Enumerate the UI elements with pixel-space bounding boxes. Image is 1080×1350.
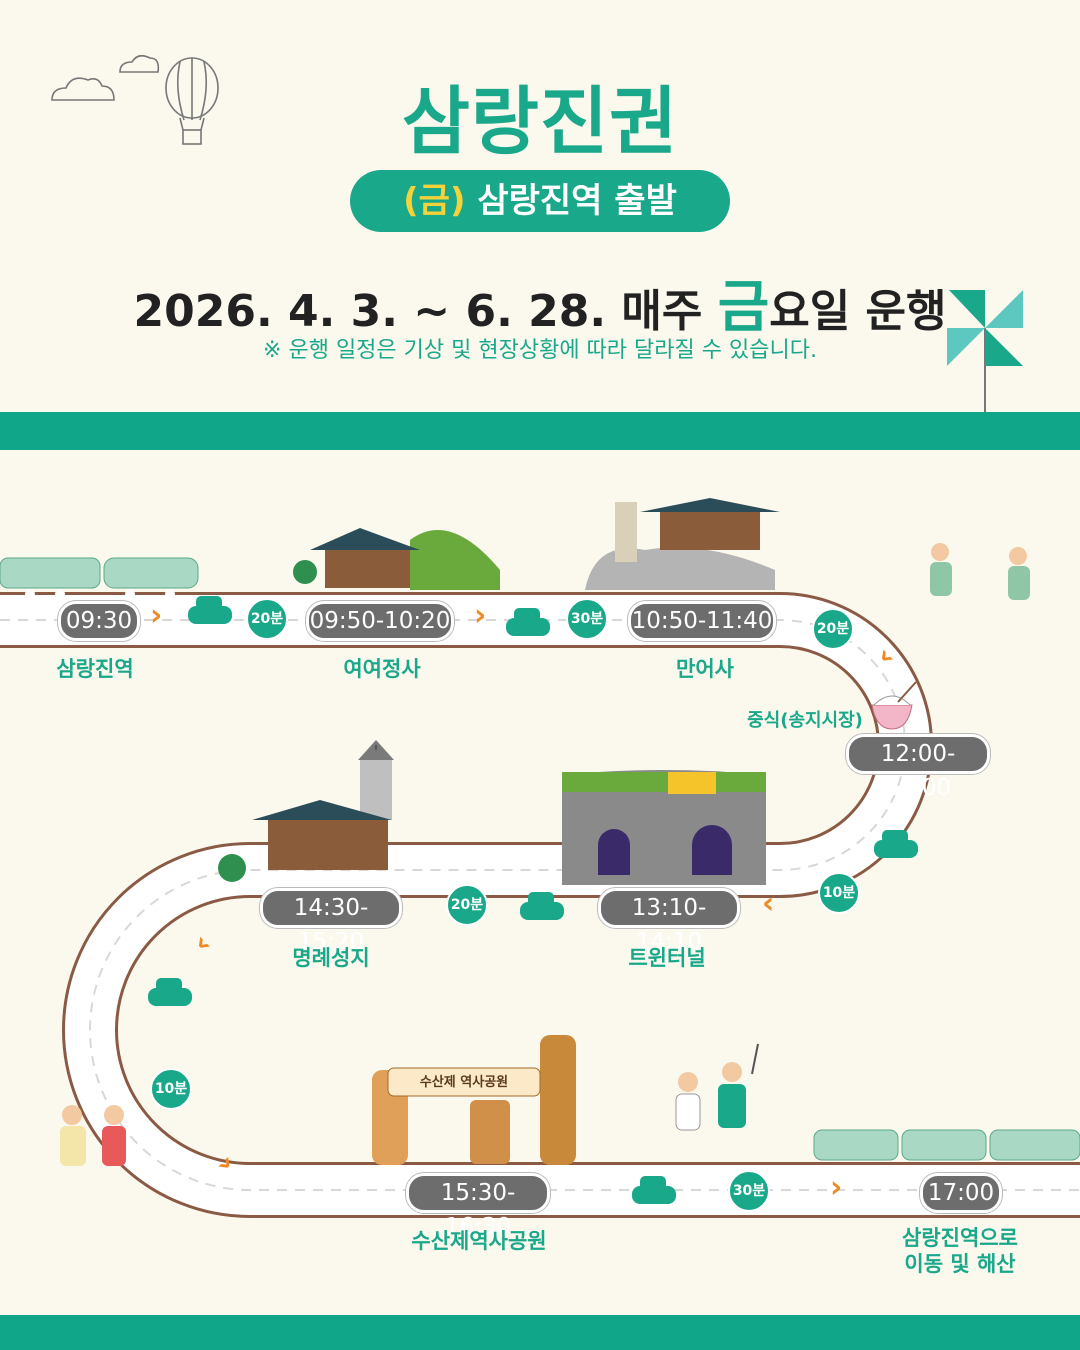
car-icon (520, 892, 564, 920)
chevron-right-icon: › (150, 598, 163, 633)
place-label-stop-2: 여여정사 (343, 657, 421, 681)
place-label-stop-1: 삼랑진역 (56, 657, 134, 681)
place-label-stop-8-line1: 삼랑진역으로 (902, 1226, 1018, 1250)
car-icon (188, 596, 232, 624)
hot-air-balloon-icon (165, 57, 219, 145)
pill-day: (금) (403, 181, 466, 221)
susanje-park-icon (372, 1035, 576, 1165)
time-badge-stop-4: 12:00-13:00 (846, 734, 990, 801)
place-label-stop-8-line2: 이동 및 해산 (904, 1252, 1016, 1276)
departure-pill: (금) 삼랑진역 출발 (350, 170, 730, 232)
time-badge-stop-7: 15:30-16:30 (406, 1173, 550, 1240)
park-sign-text: 수산제 역사공원 (419, 1075, 509, 1090)
date-suffix: 요일 운행 (769, 286, 947, 337)
car-icon (874, 830, 918, 858)
train-icon (813, 1129, 1080, 1161)
time-badge-stop-1: 09:30 (58, 601, 140, 641)
chevron-right-icon: › (830, 1170, 843, 1205)
rice-bowl-icon (871, 681, 917, 730)
pinwheel-icon (947, 290, 1023, 413)
duration-badge-2: 30분 (566, 598, 608, 640)
place-label-stop-4: 중식(송지시장) (747, 710, 863, 731)
page-title: 삼랑진권 (401, 79, 679, 165)
car-icon (148, 978, 192, 1006)
car-icon (506, 608, 550, 636)
operation-period: 2026. 4. 3. ~ 6. 28. 매주 금요일 운행 (0, 262, 1080, 343)
time-badge-stop-6: 14:30-15:20 (260, 888, 402, 955)
duration-badge-4: 10분 (818, 872, 860, 914)
date-highlight: 금 (717, 275, 770, 340)
duration-badge-1: 20분 (246, 598, 288, 640)
duration-badge-3: 20분 (812, 608, 854, 650)
chevron-right-icon: › (474, 598, 487, 633)
date-prefix: 2026. 4. 3. ~ 6. 28. 매주 (133, 286, 703, 337)
time-badge-stop-2: 09:50-10:20 (306, 601, 454, 641)
place-label-stop-8: 삼랑진역으로 이동 및 해산 (890, 1225, 1030, 1277)
place-label-stop-6: 명례성지 (292, 946, 370, 970)
pill-text: 삼랑진역 출발 (477, 181, 677, 221)
twin-tunnel-icon (562, 770, 766, 885)
cloud-icon (51, 54, 160, 101)
sky-decoration (51, 54, 219, 145)
guide-tourists-icon (675, 1043, 759, 1131)
car-icon (632, 1176, 676, 1204)
notice-text: ※ 운행 일정은 기상 및 현장상황에 따라 달라질 수 있습니다. (263, 338, 817, 363)
route-road (0, 498, 1080, 1218)
yeoyeo-temple-icon (293, 528, 500, 590)
place-label-stop-7: 수산제역사공원 (411, 1229, 547, 1253)
time-badge-stop-8: 17:00 (920, 1173, 1002, 1213)
maneo-temple-icon (585, 498, 780, 590)
myeongrye-shrine-icon (218, 740, 394, 882)
top-band (0, 412, 1080, 450)
bottom-band (0, 1315, 1080, 1350)
duration-badge-5: 20분 (446, 884, 488, 926)
time-badge-stop-3: 10:50-11:40 (628, 601, 776, 641)
place-label-stop-5: 트윈터널 (628, 946, 706, 970)
duration-badge-7: 30분 (728, 1170, 770, 1212)
walking-couple-icon (60, 1105, 126, 1166)
duration-badge-6: 10분 (150, 1068, 192, 1110)
place-label-stop-3: 만어사 (676, 657, 734, 681)
train-icon (0, 557, 199, 599)
hikers-icon (930, 543, 1030, 600)
time-badge-stop-5: 13:10-14:10 (598, 888, 740, 955)
chevron-left-icon: ‹ (762, 886, 775, 921)
